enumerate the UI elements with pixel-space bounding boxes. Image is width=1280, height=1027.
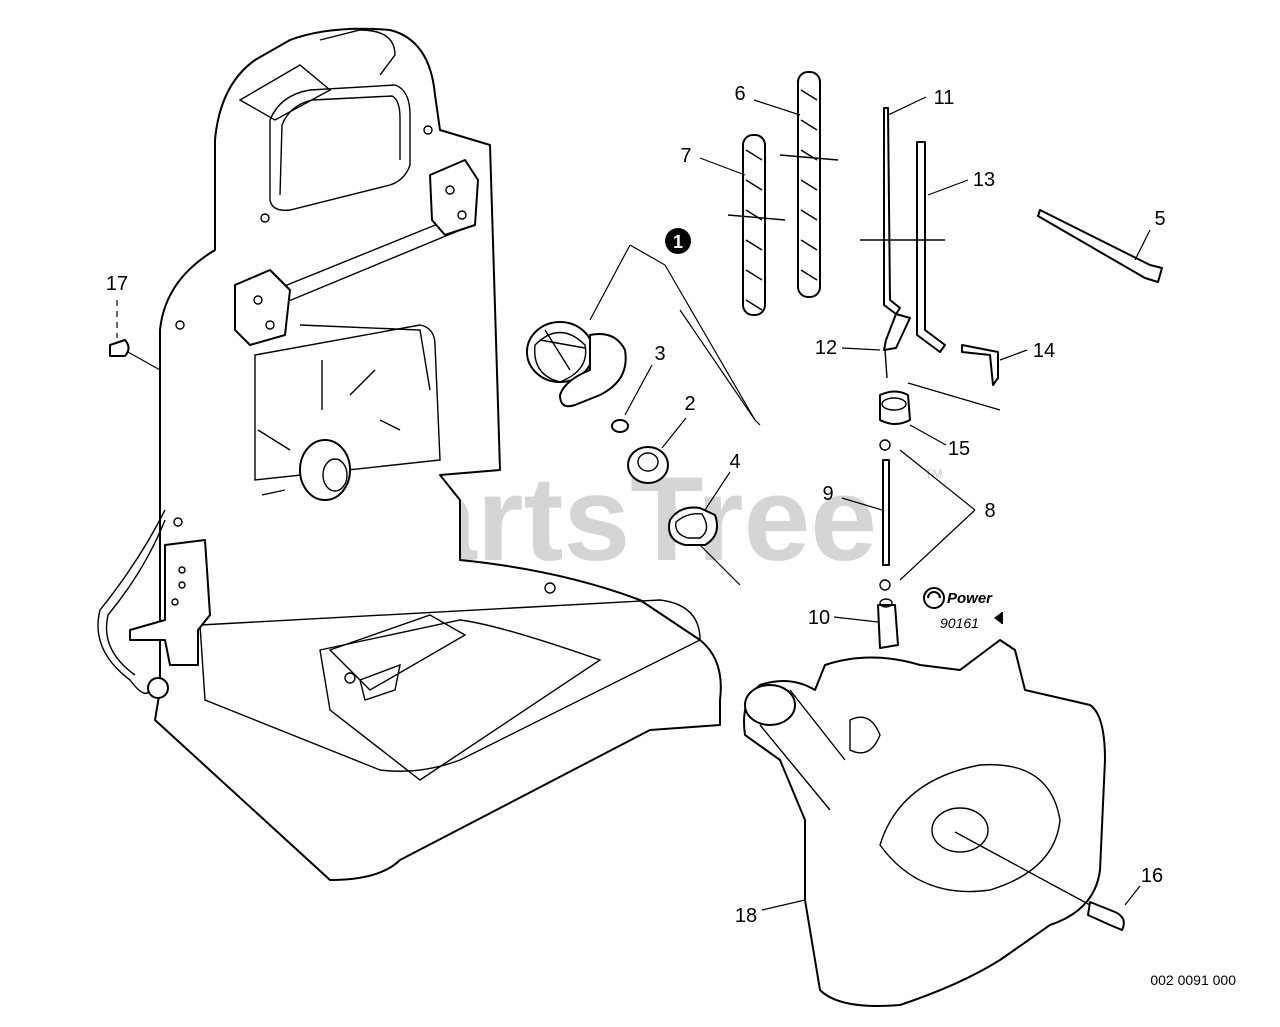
- part-5-cable-tie[interactable]: [1037, 209, 1163, 283]
- part-12-elbow[interactable]: [883, 313, 911, 351]
- fuel-cap-assembly[interactable]: [526, 321, 718, 546]
- callout-3[interactable]: 3: [654, 343, 665, 365]
- callout-14[interactable]: 14: [1033, 340, 1055, 362]
- callout-10[interactable]: 10: [808, 607, 830, 629]
- power-logo-text: Power: [947, 590, 993, 607]
- part-3-valve[interactable]: [611, 419, 629, 433]
- part-17-plug[interactable]: [109, 339, 130, 357]
- callout-8[interactable]: 8: [984, 500, 995, 522]
- part-7-tube[interactable]: [742, 134, 766, 316]
- watermark-tm: TM: [925, 467, 942, 481]
- callout-6[interactable]: 6: [734, 83, 745, 105]
- callout-9[interactable]: 9: [822, 483, 833, 505]
- callout-15[interactable]: 15: [948, 438, 970, 460]
- leader-lines: [116, 96, 1151, 911]
- callout-13[interactable]: 13: [973, 169, 995, 191]
- part-2-bushing[interactable]: [627, 446, 669, 484]
- part-11-line[interactable]: [883, 107, 901, 315]
- callout-18[interactable]: 18: [735, 905, 757, 927]
- callout-2[interactable]: 2: [684, 393, 695, 415]
- power-logo-number: 90161: [940, 615, 979, 631]
- part-18-fuel-tank[interactable]: [743, 639, 1106, 1007]
- power-logo-arc: [927, 591, 941, 599]
- callout-16[interactable]: 16: [1141, 865, 1163, 887]
- part-16-screw[interactable]: [1087, 901, 1125, 931]
- callout-5[interactable]: 5: [1154, 208, 1165, 230]
- fuel-tubes[interactable]: [727, 71, 839, 316]
- part-14-elbow[interactable]: [961, 344, 999, 386]
- callout-7[interactable]: 7: [680, 145, 691, 167]
- callout-12[interactable]: 12: [815, 337, 837, 359]
- part-13-line[interactable]: [916, 141, 946, 353]
- callout-4[interactable]: 4: [729, 451, 740, 473]
- fuel-lines[interactable]: [860, 107, 999, 386]
- callout-17[interactable]: 17: [106, 273, 128, 295]
- part-9-hose[interactable]: [882, 459, 890, 566]
- callout-1[interactable]: 1: [665, 228, 691, 254]
- svg-text:1: 1: [673, 232, 683, 252]
- power-logo-icon: [923, 587, 945, 609]
- drawing-code: 002 0091 000: [1150, 972, 1236, 988]
- backpack-frame[interactable]: [97, 27, 722, 881]
- callout-11[interactable]: 11: [934, 87, 955, 109]
- part-10-filter[interactable]: [877, 604, 899, 649]
- fuel-pickup-assembly[interactable]: [877, 382, 1001, 649]
- power-logo: Power 90161: [923, 587, 1003, 631]
